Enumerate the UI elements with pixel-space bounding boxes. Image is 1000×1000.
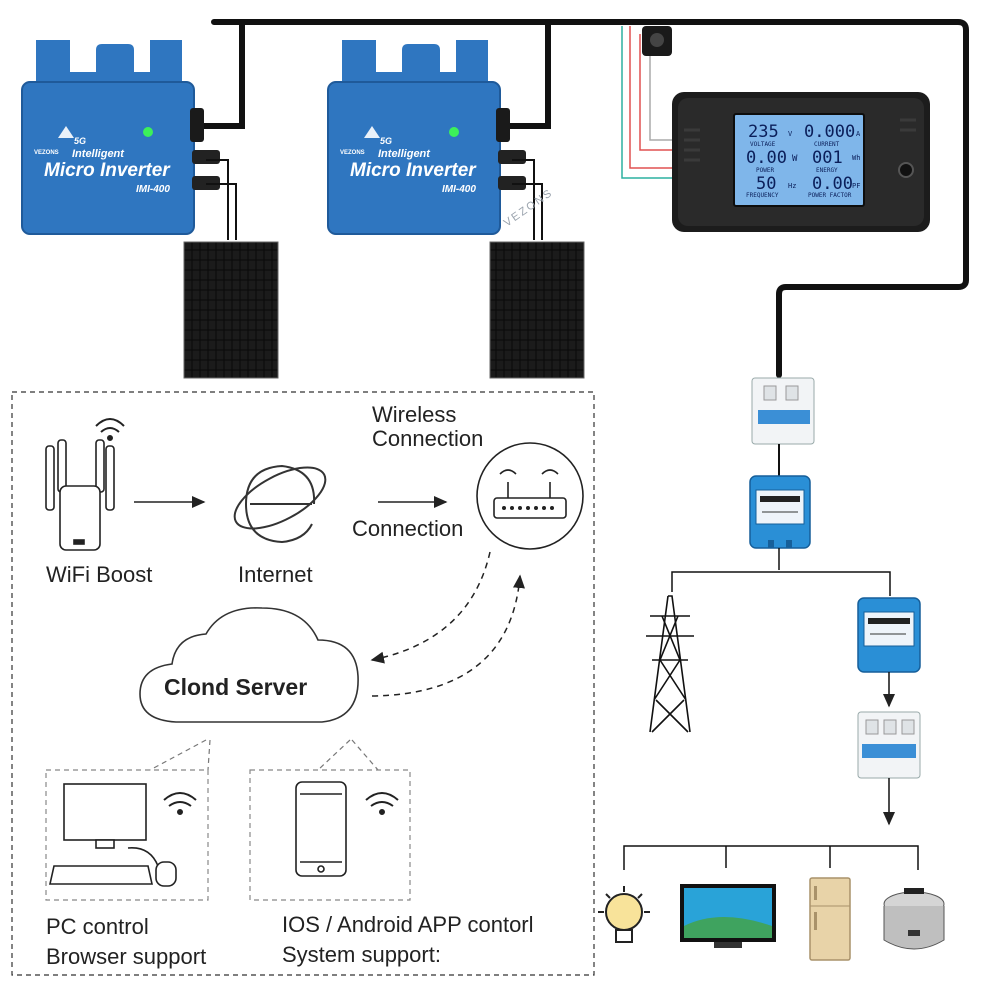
inverter-1-5g-label: 5G [74,136,87,146]
light-bulb-icon [598,886,650,943]
pc-control-label: PC control [46,914,149,939]
arrow-cloud-to-router [371,574,525,697]
cloud-to-device-connectors [149,739,379,771]
meter-frequency-label: FREQUENCY [746,192,779,199]
micro-inverter-1 [21,40,220,235]
meter-energy-value: 001 [812,148,843,168]
meter-power-label: POWER [756,167,775,174]
network-boundary-box [11,391,595,976]
desktop-computer-icon [49,783,177,887]
transmission-tower [646,595,694,733]
pc-wifi-icon [163,792,197,815]
energy-meter-1 [749,475,811,549]
solar-panel-1 [183,241,279,379]
cloud-server-label: Clond Server [164,674,308,700]
meter-frequency-unit: Hz [788,182,797,190]
energy-meter-2 [857,597,921,673]
inverter-2-dc-wires [512,159,543,240]
inverter-1-title: Micro Inverter [44,160,170,181]
meter-pf-unit: PF [852,182,861,190]
phone-wifi-icon [365,792,399,815]
rice-cooker-icon [883,888,945,950]
wireless-label-line2: Connection [372,426,484,451]
meter-current-unit: A [856,130,861,138]
ac-bus-wire [189,19,969,378]
inverter-1-model: IMI-400 [136,184,170,195]
meter-voltage-label: VOLTAGE [750,141,776,148]
meter-current-value: 0.000 [804,122,856,142]
solar-panel-2 [489,241,585,379]
internet-label: Internet [238,562,313,587]
refrigerator-icon [809,877,851,961]
inverter-2-title: Micro Inverter [350,160,476,181]
micro-inverter-2 [327,40,526,235]
meter-voltage-value: 235 [748,122,779,142]
wifi-boost-label: WiFi Boost [46,562,153,587]
mobile-device-box [249,769,411,901]
system-support-label: System support: [282,942,441,967]
wifi-signal-icon [95,418,125,441]
meter-voltage-unit: V [788,130,793,138]
wifi-booster-icon [45,439,115,551]
arrow-router-to-cloud [370,551,491,664]
pc-device-box [45,769,209,901]
smartphone-icon [295,781,347,877]
inverter-1-logo-text: VEZONS [34,150,59,156]
inverter-2-model: IMI-400 [442,184,476,195]
television-icon [680,884,776,948]
app-control-label: IOS / Android APP contorl [282,912,534,937]
meter-energy-label: ENERGY [816,167,838,174]
meter-power-value: 0.00 [746,148,787,168]
current-clamp-ct [642,26,672,56]
meter-pf-value: 0.00 [812,174,853,194]
wireless-label-line1: Wireless [372,402,457,427]
inverter-2-intelligent-label: Intelligent [378,148,430,160]
circuit-breaker-2 [857,711,921,779]
cloud-server-shape [139,607,359,723]
meter-current-label: CURRENT [814,141,840,148]
inverter-2-logo-text: VEZONS [340,150,365,156]
inverter-2-5g-label: 5G [380,136,393,146]
router-icon [476,442,584,550]
internet-explorer-icon [233,464,327,544]
power-meter [672,92,930,232]
connection-label: Connection [352,516,464,541]
meter-power-unit: W [792,154,798,164]
meter-frequency-value: 50 [756,174,777,194]
load-distribution-wires [623,845,919,870]
circuit-breaker-1 [751,377,815,445]
meter-pf-label: POWER FACTOR [808,192,852,199]
meter-energy-unit: Wh [852,154,861,162]
inverter-1-dc-wires [206,159,237,240]
inverter-1-intelligent-label: Intelligent [72,148,124,160]
grid-split-wires [671,548,891,596]
browser-support-label: Browser support [46,944,207,969]
